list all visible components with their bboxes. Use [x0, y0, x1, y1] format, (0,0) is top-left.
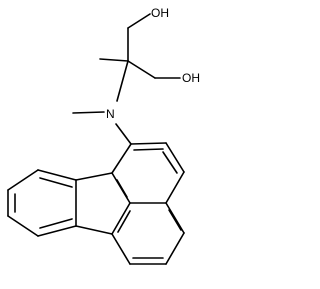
bond-c11-c12 [7, 169, 39, 191]
atom-labels: OH OH N [106, 6, 200, 121]
bond-c13-c14 [7, 215, 39, 237]
bond-c1-c2 [130, 142, 167, 145]
bond-c6a-c9b [111, 202, 131, 235]
bond-c9b-c10a-inner [116, 179, 128, 198]
atom-label-oh-top: OH [151, 6, 169, 20]
bond-c14a-c6a [75, 225, 113, 235]
atom-label-oh-right: OH [182, 71, 200, 85]
atom-label-n: N [106, 107, 115, 121]
bond-c14-c14a [37, 225, 77, 237]
bond-c3-c3a [165, 171, 185, 204]
bond-c2-c3 [165, 142, 185, 173]
bond-c10b-c11 [37, 169, 77, 181]
bond-n-methyl [72, 111, 105, 114]
bond-n-ring [115, 123, 132, 145]
bond-c6-c6a [111, 233, 131, 265]
bond-c3a-c4 [165, 202, 185, 234]
bonds [7, 13, 185, 265]
bond-c-n [116, 60, 129, 102]
bond-c1-c2-inner [133, 148, 164, 151]
bond-c10a-c1 [111, 143, 132, 174]
bond-c14-c14a-inner [39, 218, 73, 229]
bond-c2-c3-inner [162, 151, 178, 174]
bond-c6a-c9b-inner [117, 210, 131, 233]
bond-c10a-c10b [75, 172, 113, 181]
structure-diagram: OH OH N [7, 6, 200, 265]
bond-ch2-oh-top [127, 13, 151, 29]
bond-c4-c5 [165, 232, 185, 265]
bond-c10b-c11-inner [39, 177, 73, 188]
bond-c-ch2-right [127, 60, 156, 79]
bond-c3a-c4-inner [168, 209, 182, 231]
bond-c-methyl [99, 58, 129, 62]
